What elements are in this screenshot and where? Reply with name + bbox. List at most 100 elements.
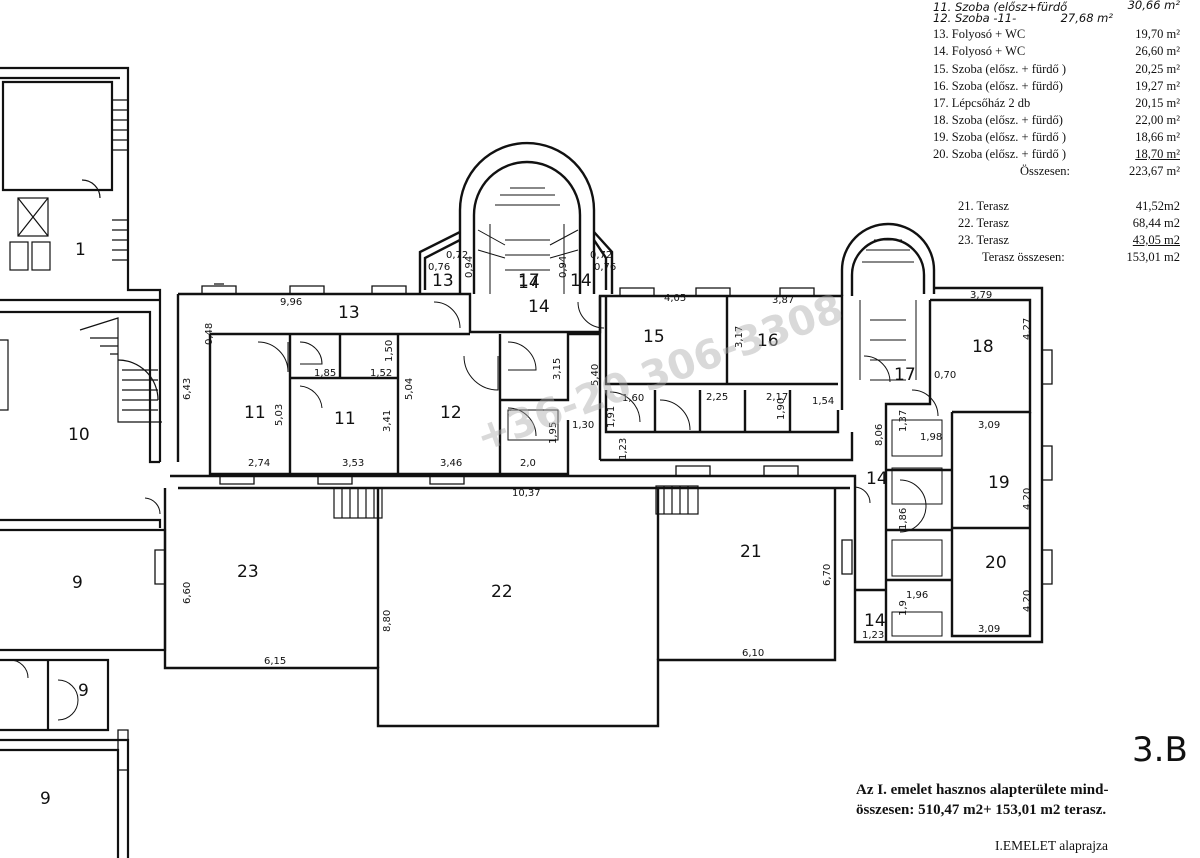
room-number: 9 (40, 789, 51, 809)
plan-title: I.EMELET alaprajza (995, 838, 1108, 853)
room-number: 22 (491, 582, 513, 602)
room-number: 15 (643, 327, 665, 347)
dimension: 1,95 (548, 422, 559, 444)
legend-row-16: 16. Szoba (elősz. + fürdő) 19,27 m² (933, 79, 1180, 95)
dimension: 5,40 (590, 364, 601, 386)
legend-total-label: Összesen: (1020, 164, 1070, 178)
legend-total-row: Összesen: 223,67 m² (1020, 164, 1180, 180)
dimension: 1,23 (618, 438, 629, 460)
right-wing-walls (840, 222, 1044, 644)
room-number: 19 (988, 473, 1010, 493)
legend-room-area: 18,70 m² (1135, 147, 1180, 161)
room-number: 14 (866, 469, 888, 489)
dimension: 4,20 (1022, 590, 1033, 612)
dimension: 2,17 (766, 392, 788, 403)
room-number: 9 (78, 681, 89, 701)
doors (9, 301, 939, 721)
dimension: 1,9 (898, 600, 909, 616)
dimension: 9,96 (280, 297, 302, 308)
legend-room-area: 30,66 m² (1127, 0, 1180, 12)
windows (117, 283, 1053, 771)
room-number: 11 (334, 409, 356, 429)
room-number: 14 (528, 297, 550, 317)
room-number: 1 (75, 240, 86, 260)
legend-terrace-area: 43,05 m2 (1132, 233, 1180, 247)
room-number: 13 (338, 303, 360, 323)
dimension: 6,10 (742, 648, 764, 659)
footer-summary-line-1: Az I. emelet hasznos alapterülete mind- (856, 782, 1109, 798)
legend-room-area: 20,15 m² (1135, 96, 1180, 110)
dimension: 10,37 (512, 488, 541, 499)
room-number: 13 (432, 271, 454, 291)
legend-room-name: 14. Folyosó + WC (933, 44, 1026, 58)
dimension: 1,86 (898, 508, 909, 530)
legend-room-area: 22,00 m² (1135, 113, 1180, 127)
dimension: 0,76 (594, 262, 616, 273)
main-block-walls (163, 292, 857, 728)
legend-row-12: 12. Szoba -11- 27,68 m² (933, 11, 1183, 25)
dimension: 0,72 (446, 250, 468, 261)
legend-terrace-22: 22. Terasz 68,44 m2 (958, 216, 1180, 232)
dimension: 0,72 (590, 250, 612, 261)
dimension: 2,0 (520, 458, 536, 469)
legend-terrace-23: 23. Terasz 43,05 m2 (958, 233, 1180, 249)
dimension: 3,87 (772, 295, 794, 306)
room-number: 23 (237, 562, 259, 582)
dimension: 3,17 (734, 326, 745, 348)
dimension: 4,27 (1022, 318, 1033, 340)
room-number: 20 (985, 553, 1007, 573)
room-number: 14 (570, 271, 592, 291)
dimension: 4,20 (1022, 488, 1033, 510)
legend-total-area: 223,67 m² (1129, 164, 1180, 178)
legend-room-area: 18,66 m² (1135, 130, 1180, 144)
dimension: 1,90 (776, 398, 787, 420)
legend-room-area: 27,68 m² (1060, 11, 1113, 25)
dimension: 1,52 (370, 368, 392, 379)
dimension: 8,80 (382, 610, 393, 632)
room-number: 11 (244, 403, 266, 423)
dimension: 1,96 (906, 590, 928, 601)
legend-row-20: 20. Szoba (elősz. + fürdő ) 18,70 m² (933, 147, 1180, 163)
dimension: 0,70 (934, 370, 956, 381)
legend-row-13: 13. Folyosó + WC 19,70 m² (933, 27, 1180, 43)
room-number: 14 (864, 611, 886, 631)
dimension: 8,06 (874, 424, 885, 446)
terrace-stairs (333, 485, 699, 519)
legend-terrace-total-area: 153,01 m2 (1126, 250, 1180, 264)
legend-row-18: 18. Szoba (elősz. + fürdő) 22,00 m² (933, 113, 1180, 129)
room-number: 12 (440, 403, 462, 423)
room-number: 21 (740, 542, 762, 562)
legend-terrace-name: 21. Terasz (958, 199, 1009, 213)
dimension: 5,03 (274, 404, 285, 426)
legend-terrace-total-label: Terasz összesen: (982, 250, 1065, 264)
legend-room-name: 13. Folyosó + WC (933, 27, 1026, 41)
room-number: 17 (894, 365, 916, 385)
room-number: 14 (518, 273, 540, 293)
dimension: 0,76 (428, 262, 450, 273)
dimension: 5,04 (404, 378, 415, 400)
dimension: 1,98 (920, 432, 942, 443)
footer-summary-line-2: összesen: 510,47 m2+ 153,01 m2 terasz. (856, 802, 1107, 818)
legend-terrace-21: 21. Terasz 41,52m2 (958, 199, 1180, 215)
room-number: 16 (757, 331, 779, 351)
dimension: 1,85 (314, 368, 336, 379)
room-number: 18 (972, 337, 994, 357)
legend-terrace-area: 68,44 m2 (1132, 216, 1180, 230)
dimension: 4,05 (664, 293, 686, 304)
legend-room-name: 15. Szoba (elősz. + fürdő ) (933, 62, 1067, 76)
room-number-labels: 1 10 9 9 9 11 11 12 13 13 14 14 14 14 14… (40, 240, 1010, 809)
legend-room-name: 11. Szoba (elősz+fürdő (933, 0, 1068, 14)
dimension: 3,09 (978, 420, 1000, 431)
legend-row-15: 15. Szoba (elősz. + fürdő ) 20,25 m² (933, 62, 1180, 78)
dimension: 1,23 (862, 630, 884, 641)
legend-terrace-area: 41,52m2 (1135, 199, 1180, 213)
dimension: 1,54 (812, 396, 834, 407)
legend-room-area: 20,25 m² (1135, 62, 1180, 76)
legend-row-14: 14. Folyosó + WC 26,60 m² (933, 44, 1180, 60)
dimension: 1,30 (572, 420, 594, 431)
dimension: 0,94 (464, 256, 475, 278)
legend-room-name: 12. Szoba -11- (933, 11, 1017, 25)
dimension: 3,46 (440, 458, 462, 469)
sheet-number: 3.B (1132, 730, 1188, 770)
